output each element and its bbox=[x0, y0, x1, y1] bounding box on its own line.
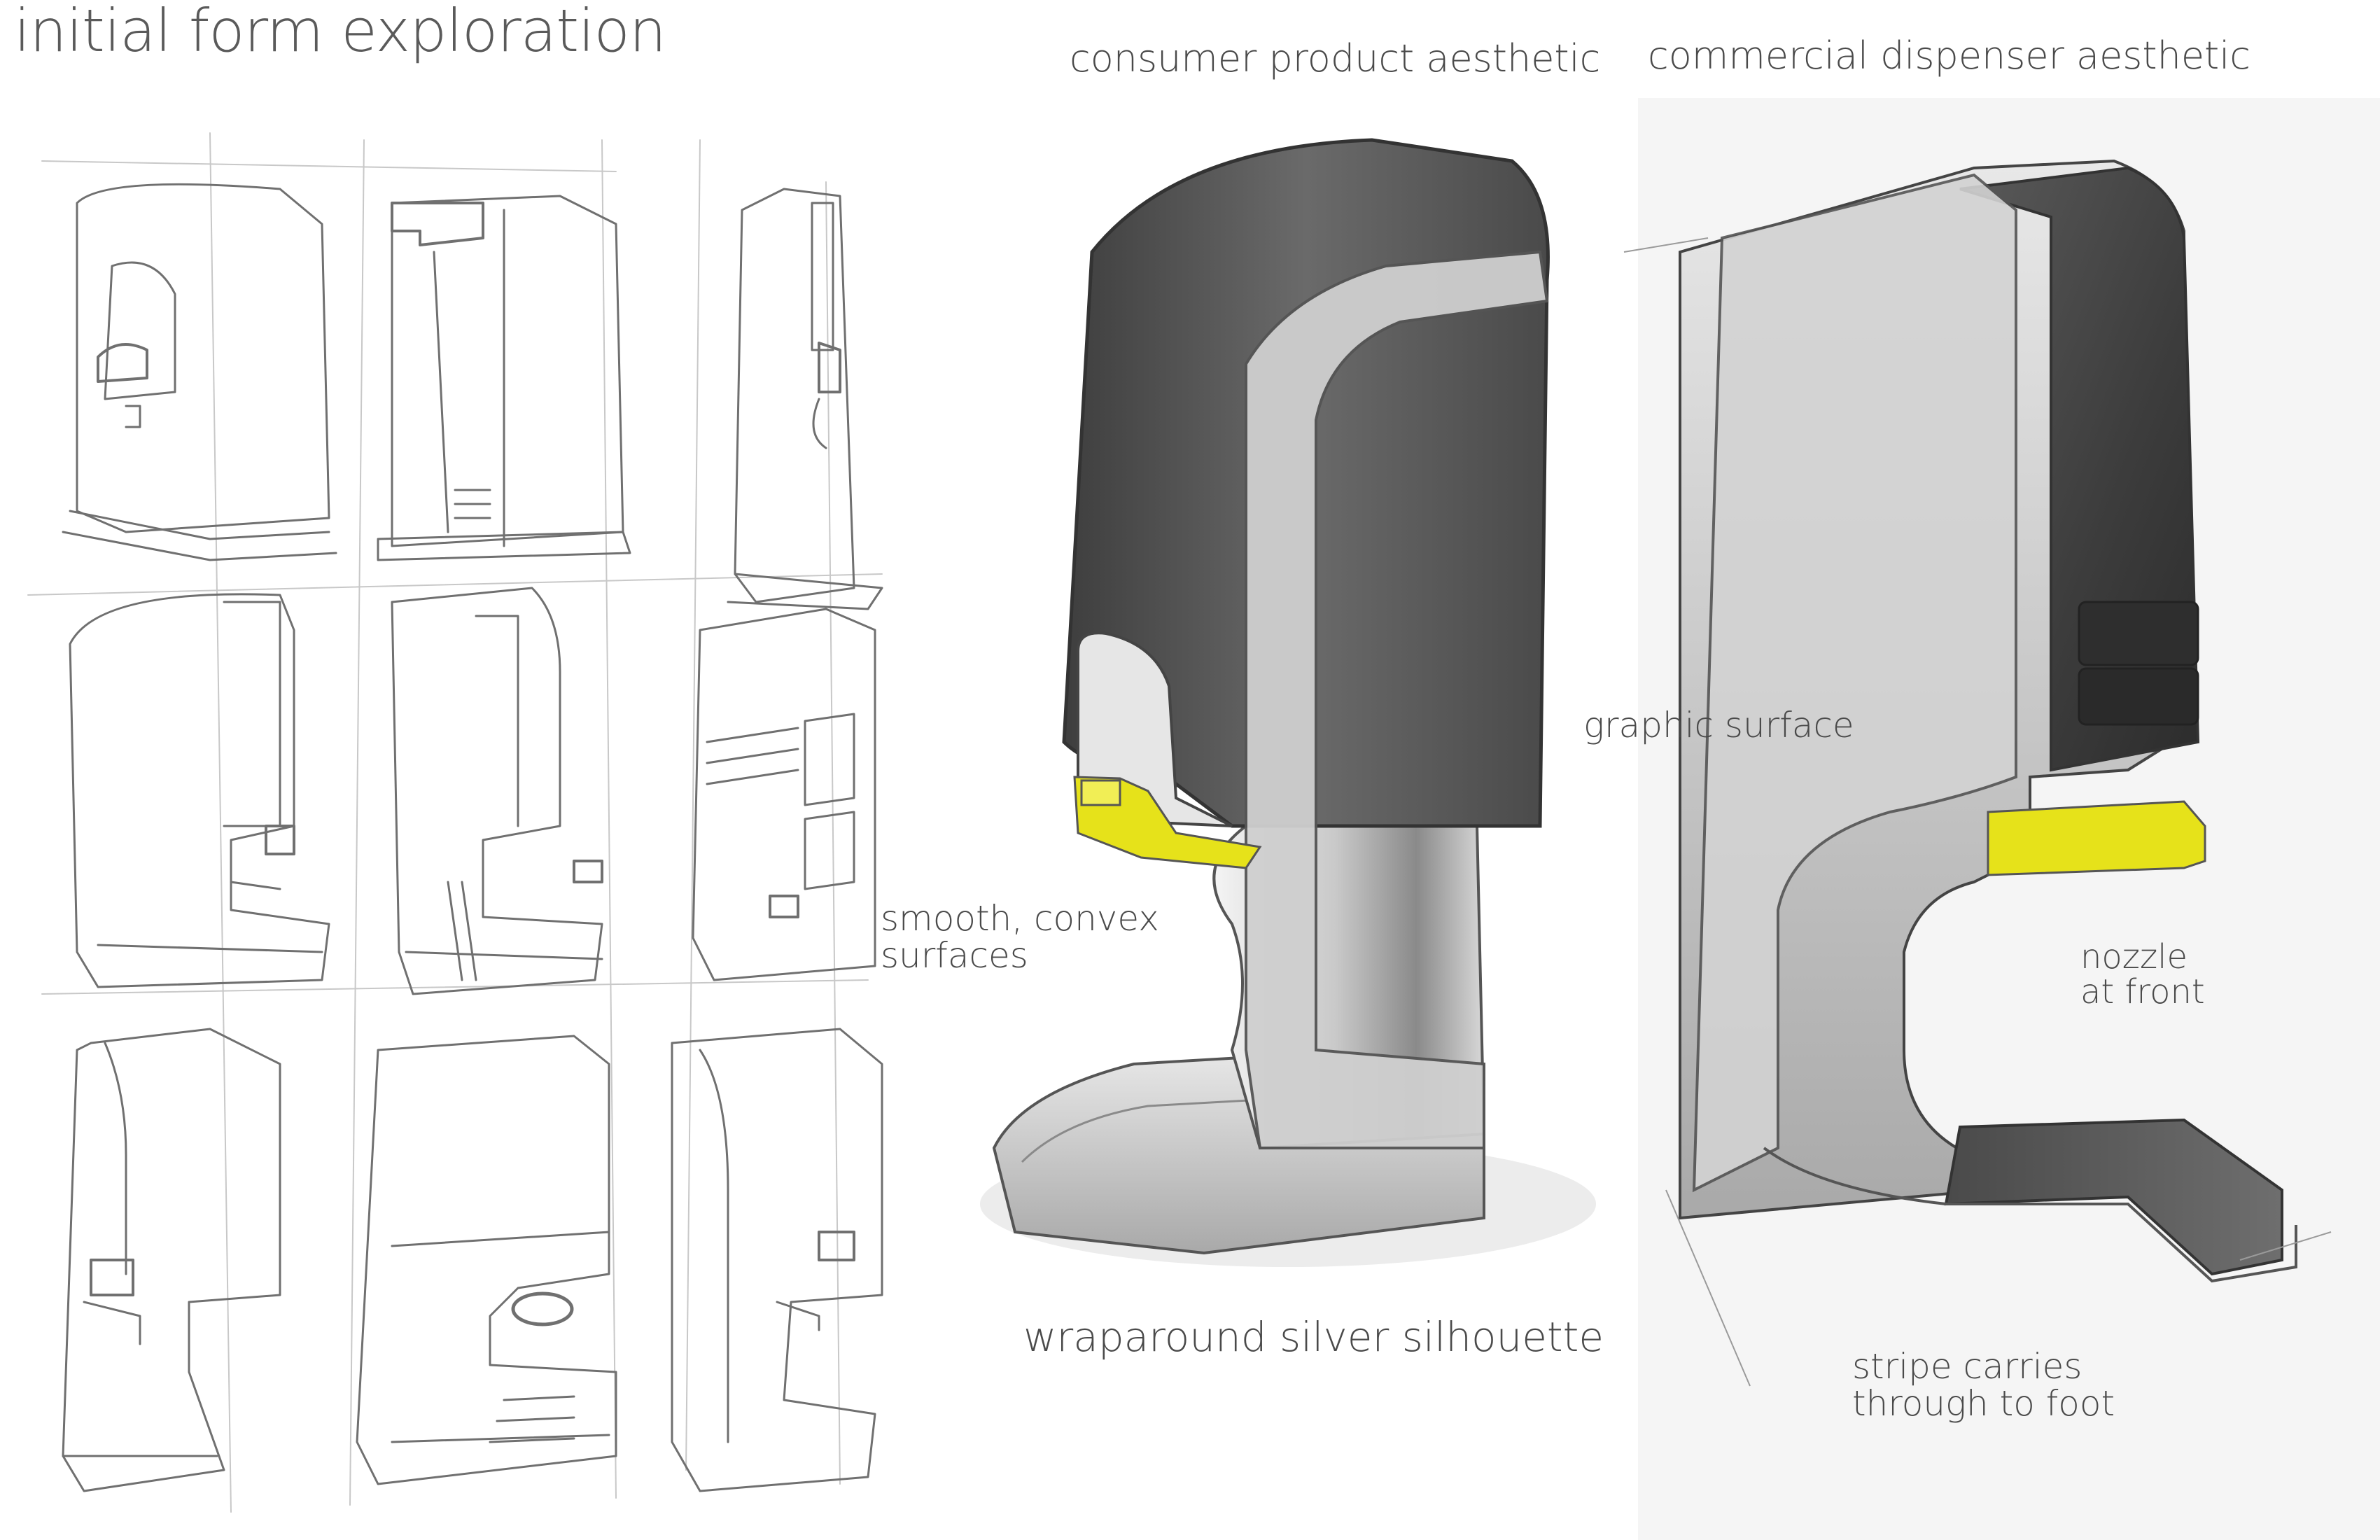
label-stripe-line-1: stripe carries bbox=[1852, 1346, 2082, 1387]
thumbnail-sketch-7 bbox=[62, 1028, 281, 1492]
thumbnail-sketch-grid bbox=[27, 132, 883, 1513]
label-graphic-surface: graphic surface bbox=[1583, 705, 1854, 746]
thumbnail-sketch-3 bbox=[727, 188, 883, 610]
label-nozzle-line-1: nozzle bbox=[2080, 937, 2188, 976]
yellow-accent-nozzle bbox=[1987, 800, 2206, 876]
label-commercial-dispenser-aesthetic: commercial dispenser aesthetic bbox=[1648, 34, 2250, 78]
consumer-dispenser-rendering bbox=[980, 138, 1596, 1267]
thumbnail-sketch-4 bbox=[69, 593, 330, 988]
label-smooth-line-1: smooth, convex bbox=[881, 898, 1159, 939]
graphic-surface-window bbox=[2078, 601, 2199, 666]
commercial-dispenser-rendering bbox=[1623, 98, 2380, 1540]
thumbnail-sketch-5 bbox=[391, 587, 603, 995]
label-nozzle-at-front: nozzle at front bbox=[2080, 939, 2205, 1010]
label-wraparound-silver-silhouette: wraparound silver silhouette bbox=[1023, 1313, 1604, 1361]
thumbnail-sketch-1 bbox=[62, 183, 337, 561]
thumbnail-sketch-6 bbox=[692, 608, 876, 981]
label-stripe-carries-through: stripe carries through to foot bbox=[1852, 1348, 2115, 1422]
thumbnail-sketch-8 bbox=[356, 1035, 617, 1485]
label-smooth-convex-surfaces: smooth, convex surfaces bbox=[881, 900, 1159, 974]
label-smooth-line-2: surfaces bbox=[881, 934, 1028, 976]
thumbnail-sketch-9 bbox=[671, 1028, 883, 1492]
label-stripe-line-2: through to foot bbox=[1852, 1382, 2115, 1424]
thumbnail-sketch-2 bbox=[377, 195, 631, 561]
label-consumer-product-aesthetic: consumer product aesthetic bbox=[1070, 36, 1601, 80]
page-title: initial form exploration bbox=[14, 0, 666, 65]
label-nozzle-line-2: at front bbox=[2080, 972, 2205, 1012]
